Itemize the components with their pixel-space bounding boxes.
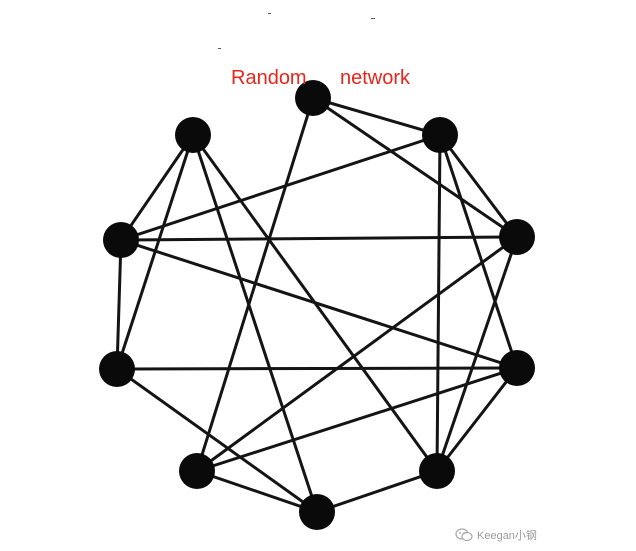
wechat-icon (455, 528, 473, 542)
node-n8 (179, 453, 215, 489)
edge-n4-n7 (119, 238, 519, 370)
scan-speck (268, 13, 271, 14)
edge-n7-n8 (195, 366, 519, 473)
edge-n3-n9 (435, 133, 442, 473)
edge-n9-n10 (315, 469, 439, 514)
edge-n1-n3 (311, 96, 442, 137)
edge-n4-n5 (119, 235, 519, 242)
edge-n3-n5 (438, 133, 519, 239)
scan-speck (371, 18, 375, 19)
watermark-text: Keegan小钢 (477, 530, 537, 542)
title-word-random: Random (231, 67, 307, 89)
edge-n3-n7 (438, 133, 519, 370)
edge-n3-n4 (119, 133, 442, 242)
edge-n2-n4 (119, 133, 195, 242)
edge-n5-n8 (195, 235, 519, 473)
watermark: Keegan小钢 (455, 527, 537, 543)
title-word-network: network (340, 67, 411, 89)
network-edges (115, 96, 519, 514)
edge-n2-n10 (191, 133, 319, 514)
node-n6 (99, 351, 135, 387)
edge-n4-n6 (115, 238, 123, 371)
node-n7 (499, 350, 535, 386)
edge-n7-n9 (435, 366, 519, 473)
node-n1 (295, 80, 331, 116)
edge-n5-n9 (435, 235, 519, 473)
edge-n6-n10 (115, 367, 319, 514)
edge-n6-n7 (115, 366, 519, 371)
node-n3 (422, 117, 458, 153)
node-n10 (299, 494, 335, 530)
scan-speck (218, 48, 221, 49)
network-nodes (99, 80, 535, 530)
node-n5 (499, 219, 535, 255)
node-n9 (419, 453, 455, 489)
node-n4 (103, 222, 139, 258)
node-n2 (175, 117, 211, 153)
edge-n8-n10 (195, 469, 319, 514)
edge-n1-n5 (311, 96, 519, 239)
